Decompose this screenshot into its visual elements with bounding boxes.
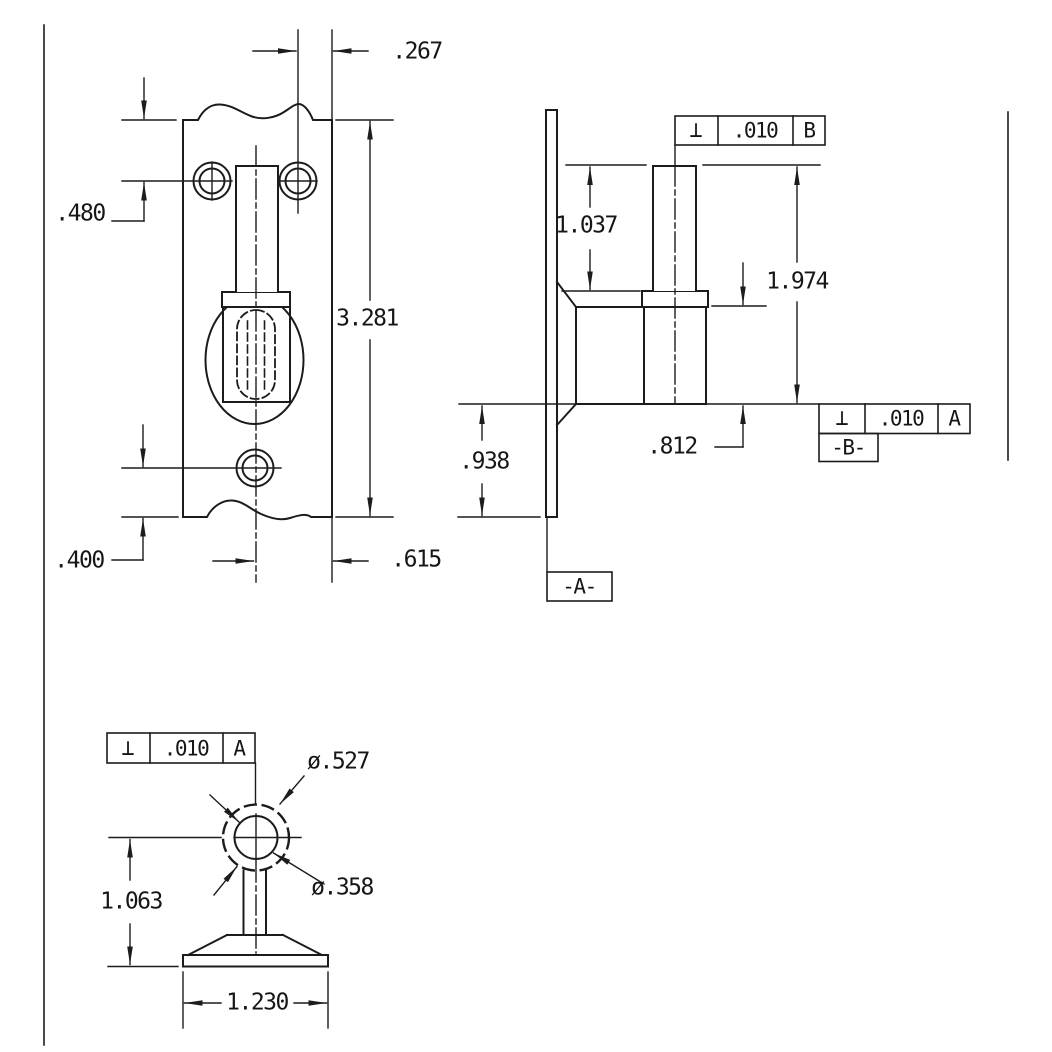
perpendicularity-icon: ⊥	[689, 118, 703, 143]
fcf-pin-frame	[674, 115, 826, 146]
dim-hole-to-edge: .267	[392, 38, 443, 65]
datum-a-frame	[546, 571, 613, 602]
dim-pad-height: .812	[647, 433, 698, 460]
backplate-edge	[545, 109, 558, 518]
fcf-bottom-datum-ref: A	[233, 736, 246, 761]
bottom-dimension-arrows	[127, 775, 328, 1006]
perpendicularity-icon: ⊥	[121, 736, 135, 761]
plate-outline	[182, 102, 333, 521]
front-view	[111, 29, 394, 583]
dim-pin-top-to-collar: 1.037	[555, 212, 618, 239]
side-extension-lines	[457, 144, 821, 573]
hidden-hole-lines	[246, 320, 266, 390]
side-dimension-arrows	[479, 166, 800, 517]
pad-ellipse	[204, 295, 305, 425]
base-plate-edge	[182, 954, 329, 968]
bottom-extension-lines	[107, 965, 329, 1029]
front-extension-lines	[111, 29, 394, 583]
front-dimension-arrows	[140, 48, 373, 564]
dim-center-to-base: 1.063	[100, 888, 163, 915]
fcf-bottom-frame	[106, 732, 256, 764]
dim-pin-top-to-base: 1.974	[766, 268, 829, 295]
stem-bottom-view	[242, 869, 267, 936]
dim-base-to-end: .938	[459, 448, 510, 475]
datum-a-label: -A-	[562, 574, 597, 599]
dim-top-to-holes: .480	[55, 200, 106, 227]
dim-overall-height: 3.281	[336, 305, 399, 332]
pad-side	[575, 306, 707, 405]
fcf-pin-datum-ref: B	[803, 118, 816, 143]
datum-b-frame	[818, 432, 879, 463]
fcf-base-frame	[818, 403, 971, 435]
dia-collar: ø.527	[307, 748, 370, 775]
bottom-view	[106, 732, 329, 1029]
perpendicularity-icon: ⊥	[835, 406, 849, 431]
dim-centerline-to-edge: .615	[391, 546, 442, 573]
fcf-bottom-tolerance: .010	[163, 736, 210, 761]
sheet-border	[43, 24, 1009, 1046]
fcf-base-tolerance: .010	[878, 406, 925, 431]
dia-pin: ø.358	[311, 874, 374, 901]
foot-flare	[186, 933, 324, 957]
dim-base-width: 1.230	[226, 989, 289, 1016]
flare-transition	[555, 280, 578, 427]
datum-b-label: -B-	[831, 435, 866, 460]
fcf-base-datum-ref: A	[948, 406, 961, 431]
hidden-slot	[236, 309, 276, 400]
fcf-pin-tolerance: .010	[732, 118, 779, 143]
dim-bottom-hole-to-edge: .400	[54, 547, 105, 574]
pin-front	[235, 165, 279, 293]
side-view	[457, 109, 971, 602]
circle-crosshair	[108, 813, 302, 862]
